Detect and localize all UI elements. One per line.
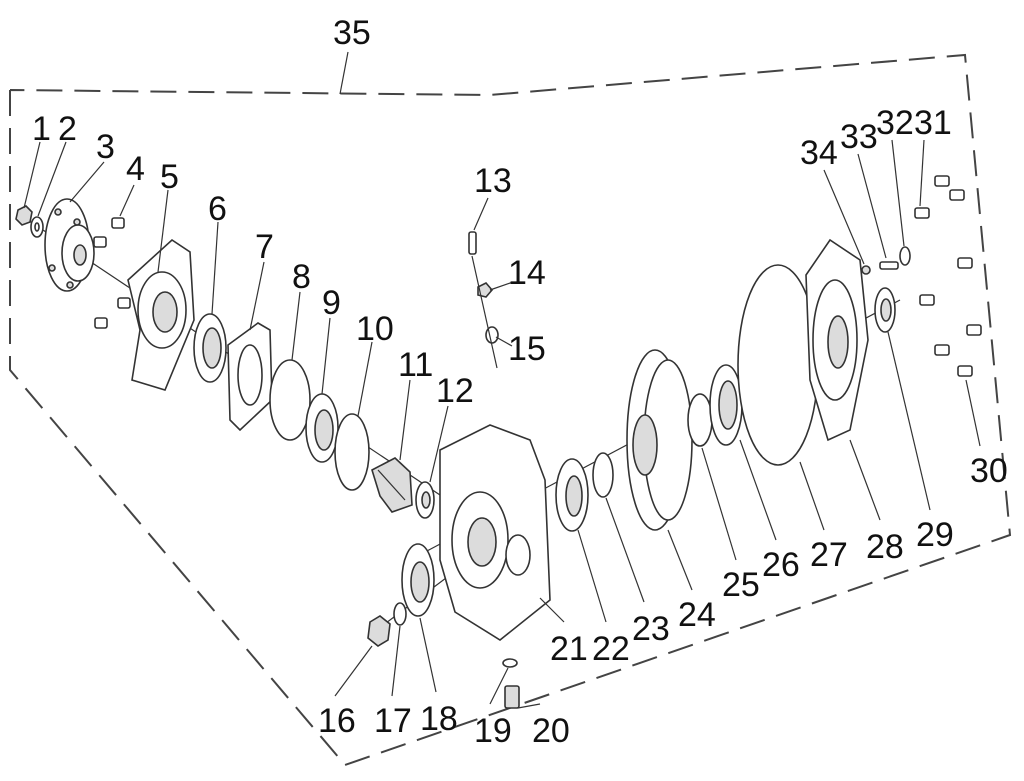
callout-17: 17 (374, 702, 412, 740)
callout-18: 18 (420, 700, 458, 738)
part-8-o-ring (269, 359, 311, 441)
part-18-bearing (401, 543, 435, 617)
part-29-seal (874, 287, 896, 333)
callout-16: 16 (318, 702, 356, 740)
part-25-shim (687, 393, 713, 447)
callout-24: 24 (678, 596, 716, 634)
callout-15: 15 (508, 330, 546, 368)
leader-35 (339, 51, 349, 95)
part-20-drain-plug (504, 685, 520, 709)
part-21-gear-housing (439, 424, 551, 641)
part-10-snap-ring (334, 413, 370, 491)
callout-11: 11 (398, 346, 433, 384)
callout-19: 19 (474, 712, 512, 750)
callout-12: 12 (436, 372, 474, 410)
callout-2: 2 (58, 110, 77, 148)
callout-35: 35 (333, 14, 371, 52)
callout-32: 32 (876, 104, 914, 142)
callout-34: 34 (800, 134, 838, 172)
callout-3: 3 (96, 128, 115, 166)
part-22-bearing (555, 458, 589, 532)
part-26-bearing (709, 364, 743, 446)
callout-26: 26 (762, 546, 800, 584)
part-33-pin (879, 261, 899, 270)
callout-9: 9 (322, 284, 341, 322)
part-6-oil-seal (193, 313, 227, 383)
part-5-mounting-plate (127, 238, 195, 391)
callout-21: 21 (550, 630, 588, 668)
callout-33: 33 (840, 118, 878, 156)
part-7-gasket (227, 322, 273, 432)
callout-27: 27 (810, 536, 848, 574)
part-24-ring-gear (626, 349, 693, 531)
part-4-bolts (93, 217, 131, 329)
callout-20: 20 (532, 712, 570, 750)
callout-23: 23 (632, 610, 670, 648)
callout-28: 28 (866, 528, 904, 566)
part-11-pinion-gear (371, 457, 413, 513)
part-16-nut (367, 615, 391, 647)
callout-29: 29 (916, 516, 954, 554)
assembly-boundary (9, 53, 1012, 767)
callout-25: 25 (722, 566, 760, 604)
callout-10: 10 (356, 310, 394, 348)
part-28-cover (805, 238, 869, 442)
part-23-shim (592, 452, 614, 498)
part-12-bearing (415, 481, 435, 519)
part-3-hub-flange (44, 198, 95, 292)
callout-1: 1 (32, 110, 51, 148)
callout-4: 4 (126, 150, 145, 188)
part-14-fitting (477, 282, 494, 298)
part-19-washer (502, 658, 518, 668)
callout-30: 30 (970, 452, 1008, 490)
leader-lines (23, 139, 981, 709)
callout-8: 8 (292, 258, 311, 296)
callout-22: 22 (592, 630, 630, 668)
callout-13: 13 (474, 162, 512, 200)
callout-5: 5 (160, 158, 179, 196)
callout-31: 31 (914, 104, 952, 142)
leader-13-15 (471, 255, 498, 369)
part-32-washer (899, 246, 911, 266)
part-13-pin (468, 231, 477, 255)
callout-6: 6 (208, 190, 227, 228)
part-2-washer (30, 216, 44, 238)
callout-14: 14 (508, 254, 546, 292)
callout-7: 7 (255, 228, 274, 266)
callout-labels: 1 2 3 4 5 6 7 8 9 10 11 12 13 14 15 16 1… (32, 104, 1008, 750)
part-17-washer (393, 602, 407, 626)
part-30-bolts (919, 257, 982, 377)
part-9-bearing (305, 393, 339, 463)
part-1-nut (15, 205, 33, 226)
part-31-bolts (914, 175, 965, 219)
part-34-ball (861, 265, 871, 275)
